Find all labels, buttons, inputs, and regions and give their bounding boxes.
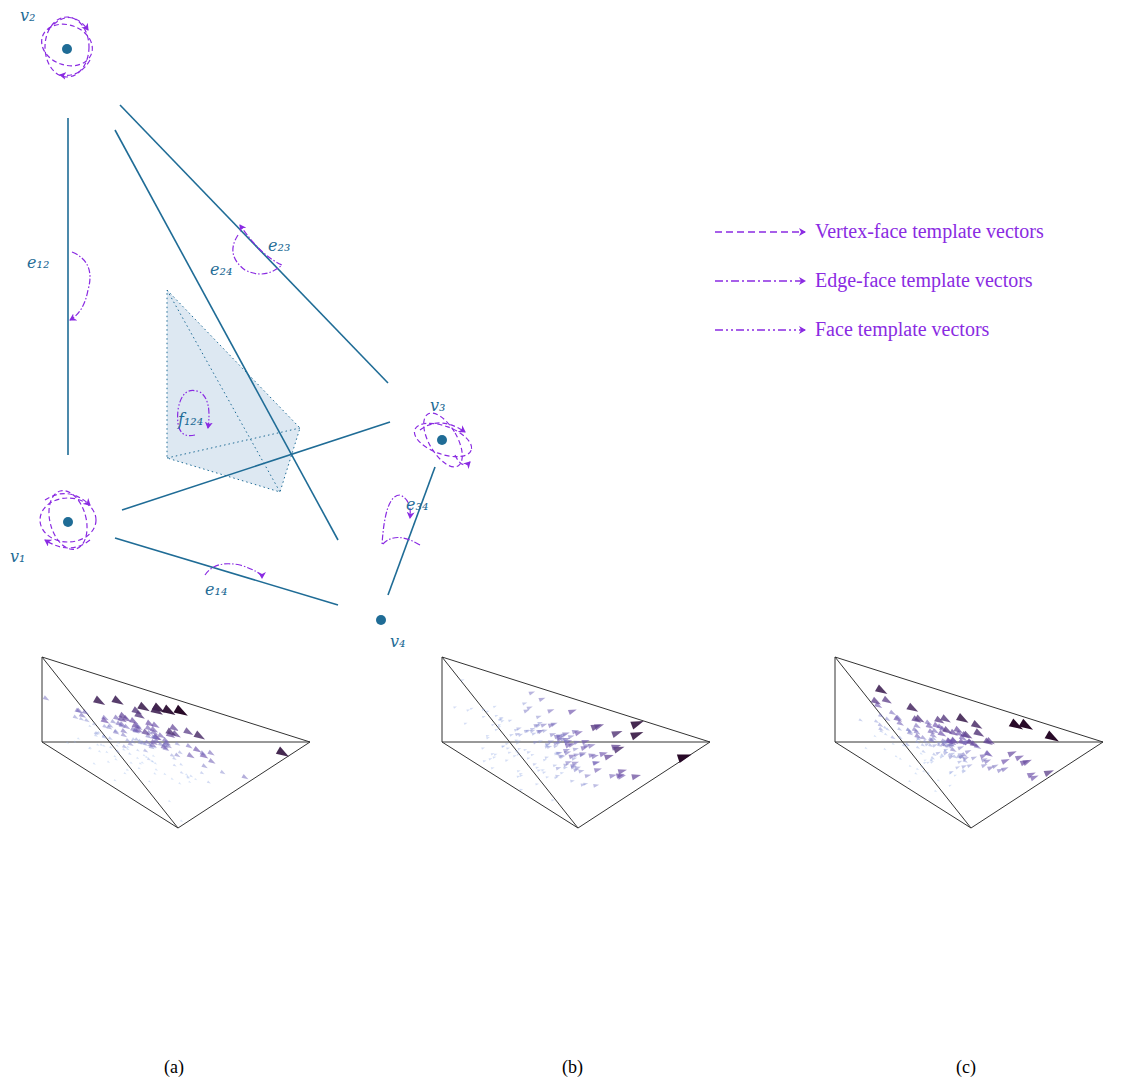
face-f124 <box>167 290 300 492</box>
tetra-panel <box>835 657 1103 828</box>
element-label: e₂₄ <box>210 262 232 278</box>
element-label: f₁₂₄ <box>178 412 203 428</box>
element-label: e₁₂ <box>27 255 49 271</box>
panel-caption: (c) <box>956 1058 976 1076</box>
element-label: v₃ <box>430 398 445 414</box>
vertex-dots <box>62 44 447 625</box>
element-label: v₂ <box>20 8 35 24</box>
element-label: v₁ <box>10 549 25 565</box>
vector-fields <box>42 657 1103 828</box>
legend-samples <box>715 232 805 330</box>
tetra-panel <box>442 657 710 828</box>
vertex-loops <box>36 17 476 554</box>
element-label: e₂₃ <box>268 238 290 254</box>
tetra-edges <box>68 105 435 605</box>
panel-caption: (a) <box>164 1058 184 1076</box>
legend-text: Face template vectors <box>815 319 989 339</box>
element-label: e₁₄ <box>205 582 227 598</box>
face-loop <box>178 390 209 435</box>
legend-text: Edge-face template vectors <box>815 270 1033 290</box>
element-label: e₃₄ <box>406 497 428 513</box>
legend-text: Vertex-face template vectors <box>815 221 1044 241</box>
edge-loops <box>70 225 420 578</box>
element-label: v₄ <box>390 634 405 650</box>
panel-caption: (b) <box>562 1058 583 1076</box>
tetra-panel <box>42 657 310 828</box>
